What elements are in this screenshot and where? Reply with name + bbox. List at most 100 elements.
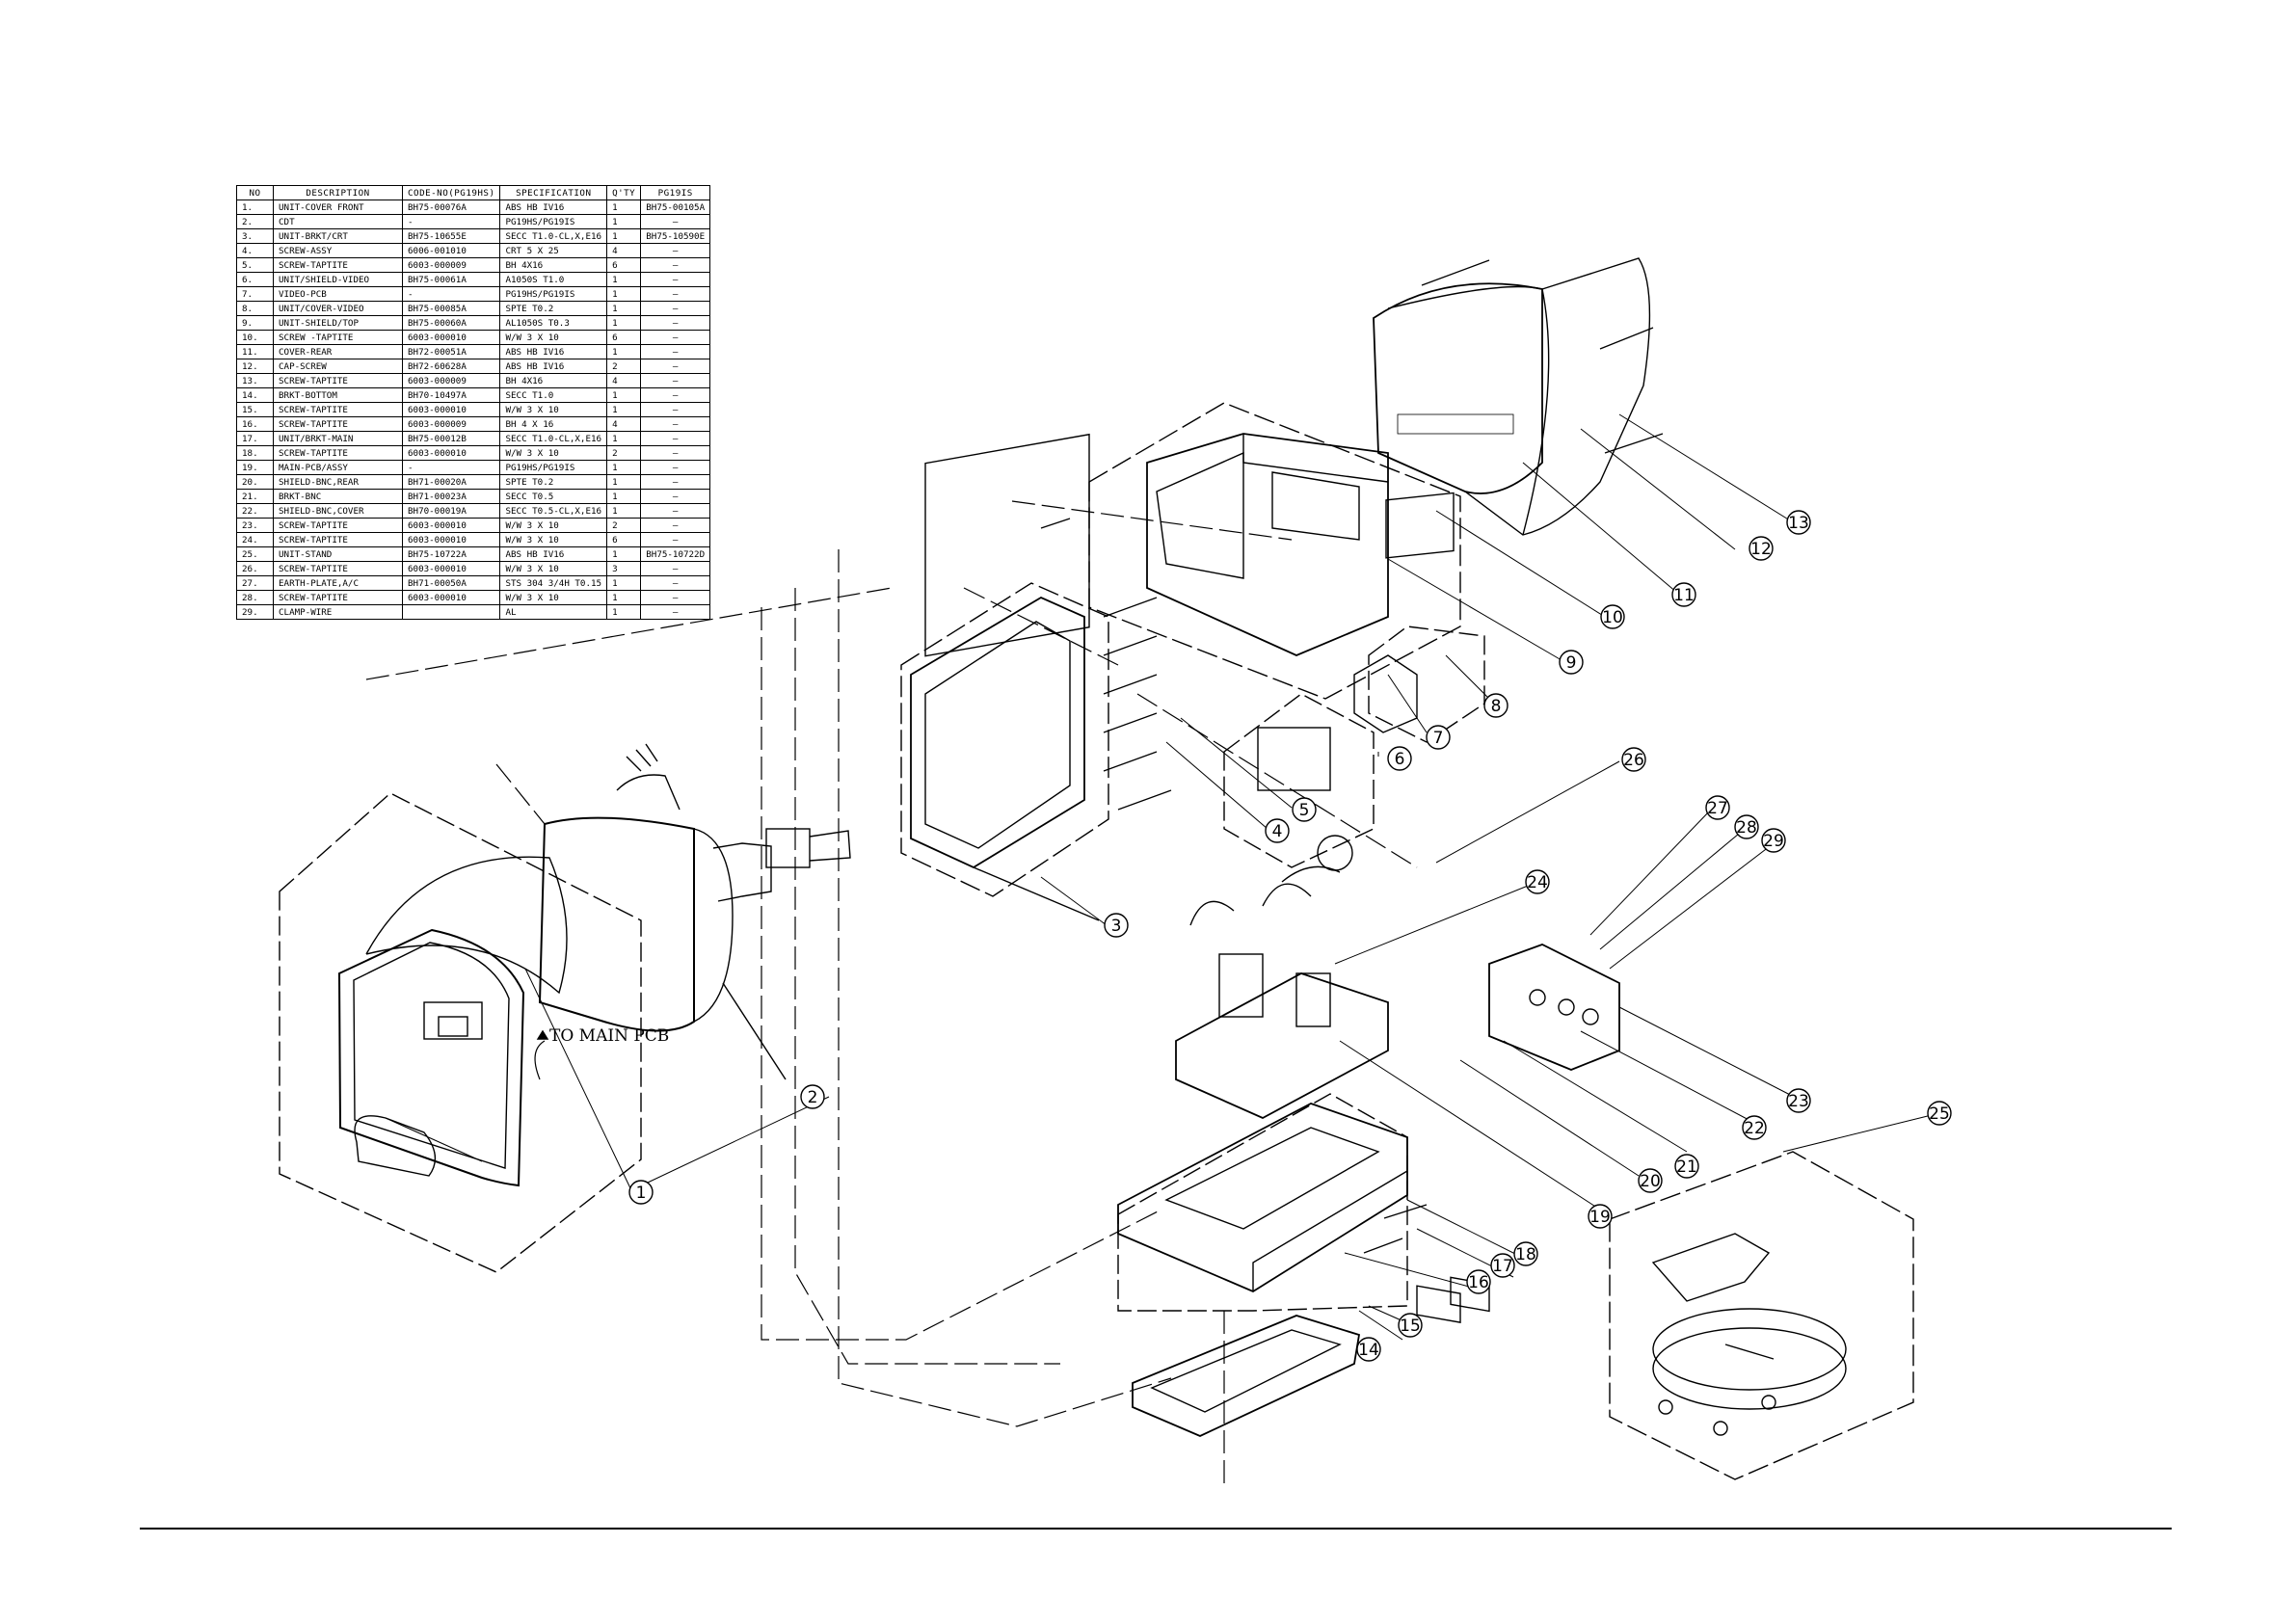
callout-label: 29 xyxy=(1763,832,1784,851)
callout-28: 28 xyxy=(1734,814,1759,839)
callout-label: 20 xyxy=(1640,1172,1661,1191)
callout-circle xyxy=(1490,1253,1515,1278)
callout-3: 3 xyxy=(1104,913,1129,938)
callout-circle xyxy=(800,1084,825,1109)
parts-list-table: NO DESCRIPTION CODE-NO(PG19HS) SPECIFICA… xyxy=(236,185,711,620)
callout-label: 26 xyxy=(1623,751,1644,770)
callout-circle xyxy=(1621,747,1646,772)
callout-circle xyxy=(1734,814,1759,839)
callout-label: 24 xyxy=(1527,873,1548,892)
cell-qty: 1 xyxy=(606,200,642,215)
callout-label: 28 xyxy=(1736,818,1757,838)
callout-2: 2 xyxy=(800,1084,825,1109)
callout-circle xyxy=(1398,1313,1423,1338)
cell-qty: 1 xyxy=(606,228,642,244)
callout-5: 5 xyxy=(1292,797,1317,822)
bnc-shield-part xyxy=(1416,944,1620,1323)
callout-label: 17 xyxy=(1492,1257,1513,1276)
cell-code: BH70-00019A xyxy=(401,503,501,519)
callout-circle xyxy=(1356,1337,1381,1362)
callout-1: 1 xyxy=(628,1180,654,1205)
video-assembly-part xyxy=(1223,492,1485,868)
callout-19: 19 xyxy=(1588,1204,1613,1229)
callout-circle xyxy=(1638,1168,1663,1193)
callout-label: 3 xyxy=(1111,917,1122,936)
callout-label: 14 xyxy=(1358,1341,1379,1360)
callout-17: 17 xyxy=(1490,1253,1515,1278)
callout-label: 7 xyxy=(1433,729,1444,748)
front-cover-part xyxy=(279,792,642,1273)
callout-15: 15 xyxy=(1398,1313,1423,1338)
callout-circle xyxy=(1674,1154,1699,1179)
callout-22: 22 xyxy=(1742,1115,1767,1140)
callout-12: 12 xyxy=(1749,536,1774,561)
callout-label: 1 xyxy=(636,1184,647,1203)
callout-label: 23 xyxy=(1788,1092,1809,1111)
callout-10: 10 xyxy=(1600,604,1625,629)
callout-label: 18 xyxy=(1515,1245,1536,1264)
callout-label: 9 xyxy=(1566,653,1577,673)
callout-27: 27 xyxy=(1705,795,1730,820)
callout-6: 6 xyxy=(1387,746,1412,771)
callout-circle xyxy=(1559,650,1584,675)
callout-circle xyxy=(1749,536,1774,561)
cell-qty: 1 xyxy=(606,604,642,620)
callout-11: 11 xyxy=(1671,582,1696,607)
main-pcb-part xyxy=(1175,835,1389,1120)
rear-cover-part xyxy=(1373,257,1651,536)
callout-circle xyxy=(1104,913,1129,938)
callout-circle xyxy=(1927,1101,1952,1126)
cell-code xyxy=(401,604,501,620)
callout-label: 5 xyxy=(1299,801,1310,820)
callout-4: 4 xyxy=(1265,818,1290,843)
callout-label: 4 xyxy=(1272,822,1283,841)
callout-circle xyxy=(1426,725,1451,750)
callout-18: 18 xyxy=(1513,1241,1538,1266)
callout-circle xyxy=(1705,795,1730,820)
callout-label: 25 xyxy=(1929,1104,1950,1124)
callout-25: 25 xyxy=(1927,1101,1952,1126)
callout-label: 22 xyxy=(1744,1119,1765,1138)
callout-circle xyxy=(1600,604,1625,629)
callout-circle xyxy=(1761,828,1786,853)
cell-pg19is: — xyxy=(640,561,711,576)
callout-29: 29 xyxy=(1761,828,1786,853)
callout-label: 19 xyxy=(1589,1208,1611,1227)
cell-pg19is: BH75-10590E xyxy=(640,228,711,244)
callout-circle xyxy=(1786,1088,1811,1113)
crt-bracket-part xyxy=(900,433,1109,921)
cell-description: CLAMP-WIRE xyxy=(273,604,403,620)
callout-circle xyxy=(628,1180,654,1205)
callout-9: 9 xyxy=(1559,650,1584,675)
callout-label: 12 xyxy=(1750,540,1772,559)
callout-circle xyxy=(1483,693,1508,718)
callout-23: 23 xyxy=(1786,1088,1811,1113)
callout-21: 21 xyxy=(1674,1154,1699,1179)
callout-circle xyxy=(1513,1241,1538,1266)
callout-circle xyxy=(1265,818,1290,843)
footer-divider xyxy=(140,1528,2172,1530)
callout-7: 7 xyxy=(1426,725,1451,750)
callout-label: 10 xyxy=(1602,608,1623,627)
callout-14: 14 xyxy=(1356,1337,1381,1362)
callout-circle xyxy=(1466,1269,1491,1294)
callout-circle xyxy=(1525,869,1550,894)
callout-label: 11 xyxy=(1673,586,1695,605)
callout-group: 1234567891011121314151617181920212223242… xyxy=(628,510,1952,1362)
